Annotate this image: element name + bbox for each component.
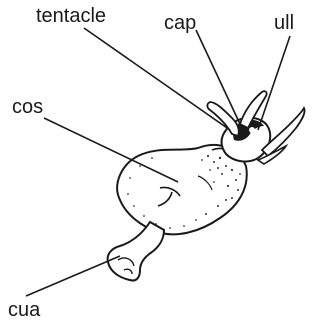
label-cua: cua (8, 300, 40, 320)
label-cap: cap (164, 13, 196, 33)
eye-spot (249, 127, 255, 133)
label-cos: cos (12, 97, 43, 117)
label-ull: ull (274, 13, 294, 33)
leader-tentacle (84, 28, 230, 130)
leader-ull (258, 36, 290, 130)
leader-cua (26, 256, 120, 296)
snail-tail (108, 222, 164, 281)
snail-body (117, 145, 247, 234)
left-tentacle (207, 102, 238, 136)
label-tentacle: tentacle (36, 6, 106, 26)
